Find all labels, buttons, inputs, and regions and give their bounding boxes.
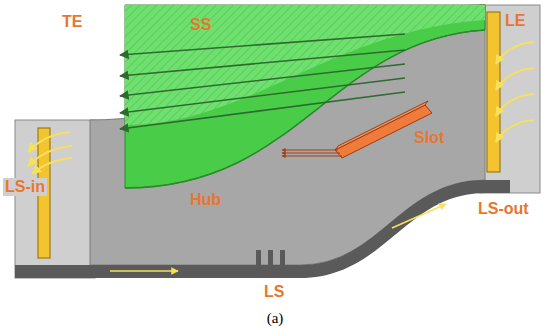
outlet-leakage-arrow bbox=[496, 68, 534, 90]
inlet-endwall-block bbox=[15, 120, 95, 278]
part-label: TE bbox=[62, 13, 82, 31]
leakage-flow-arrows bbox=[28, 42, 534, 271]
slot-jet bbox=[282, 153, 340, 154]
part-label: Hub bbox=[190, 191, 221, 209]
outlet-leakage-arrow bbox=[496, 120, 534, 142]
part-label: Slot bbox=[414, 129, 444, 147]
slot-jets bbox=[282, 150, 342, 156]
band-flow-arrow bbox=[110, 270, 178, 272]
part-label: LS-out bbox=[478, 200, 529, 218]
groove bbox=[256, 250, 261, 266]
streamline bbox=[120, 34, 405, 55]
streamline bbox=[120, 64, 405, 96]
slot-jet bbox=[282, 150, 338, 151]
outlet-endwall-block bbox=[480, 5, 540, 193]
part-label: SS bbox=[190, 16, 211, 34]
part-label: LE bbox=[503, 12, 527, 30]
outlet-leakage-arrow bbox=[496, 42, 534, 64]
streamline bbox=[120, 92, 405, 129]
streamline bbox=[120, 78, 405, 113]
groove bbox=[268, 250, 273, 266]
endwall-edge-band bbox=[15, 180, 510, 278]
outlet-leakage-slot bbox=[487, 12, 500, 172]
slot-jet bbox=[282, 156, 342, 157]
suction-surface bbox=[125, 5, 485, 188]
streamlines bbox=[120, 34, 405, 129]
part-label: LS-in bbox=[3, 178, 47, 196]
part-label: LS bbox=[264, 283, 284, 301]
streamline bbox=[120, 50, 405, 76]
inlet-leakage-arrow bbox=[28, 132, 70, 152]
channel-flow-arrow bbox=[392, 204, 446, 228]
outlet-leakage-arrow bbox=[496, 94, 534, 116]
hub-line bbox=[125, 30, 485, 188]
inlet-leakage-arrow bbox=[32, 158, 72, 174]
hub-endwall-channel bbox=[90, 5, 485, 265]
subfigure-caption: (a) bbox=[0, 309, 550, 327]
suction-surface-hatched bbox=[125, 5, 485, 125]
groove bbox=[280, 250, 285, 266]
